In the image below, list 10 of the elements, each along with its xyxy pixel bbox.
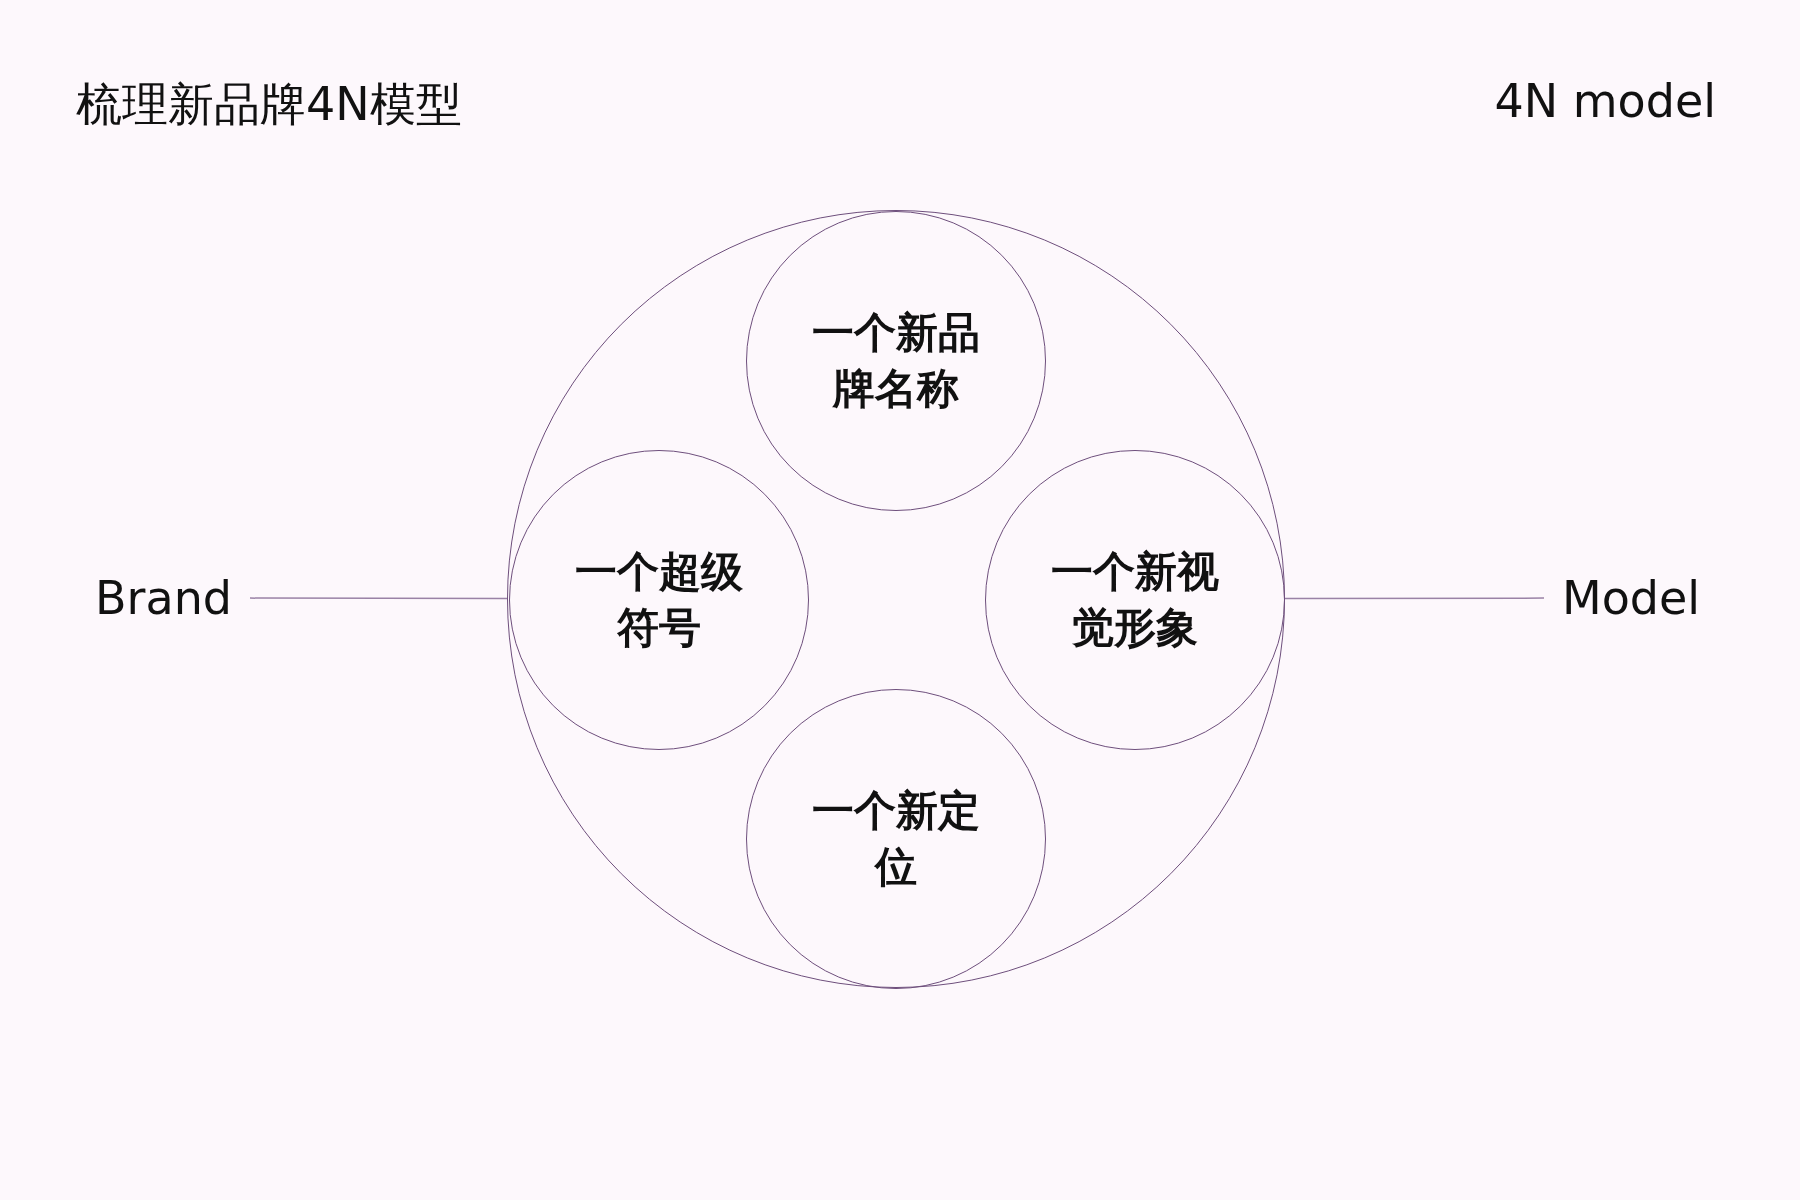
- subtitle: 4N model: [1494, 74, 1716, 128]
- topic-label: 一个超级符号: [574, 546, 744, 654]
- topic-label: 一个新品牌名称: [811, 307, 981, 415]
- topic-label: 一个新定位: [811, 785, 981, 893]
- connector-line: [1284, 597, 1545, 600]
- topic-label: 一个新视觉形象: [1050, 546, 1220, 654]
- side-label: Brand: [95, 571, 232, 625]
- connector-line: [249, 597, 508, 600]
- side-label: Model: [1562, 571, 1701, 625]
- title: 梳理新品牌4N模型: [76, 76, 462, 133]
